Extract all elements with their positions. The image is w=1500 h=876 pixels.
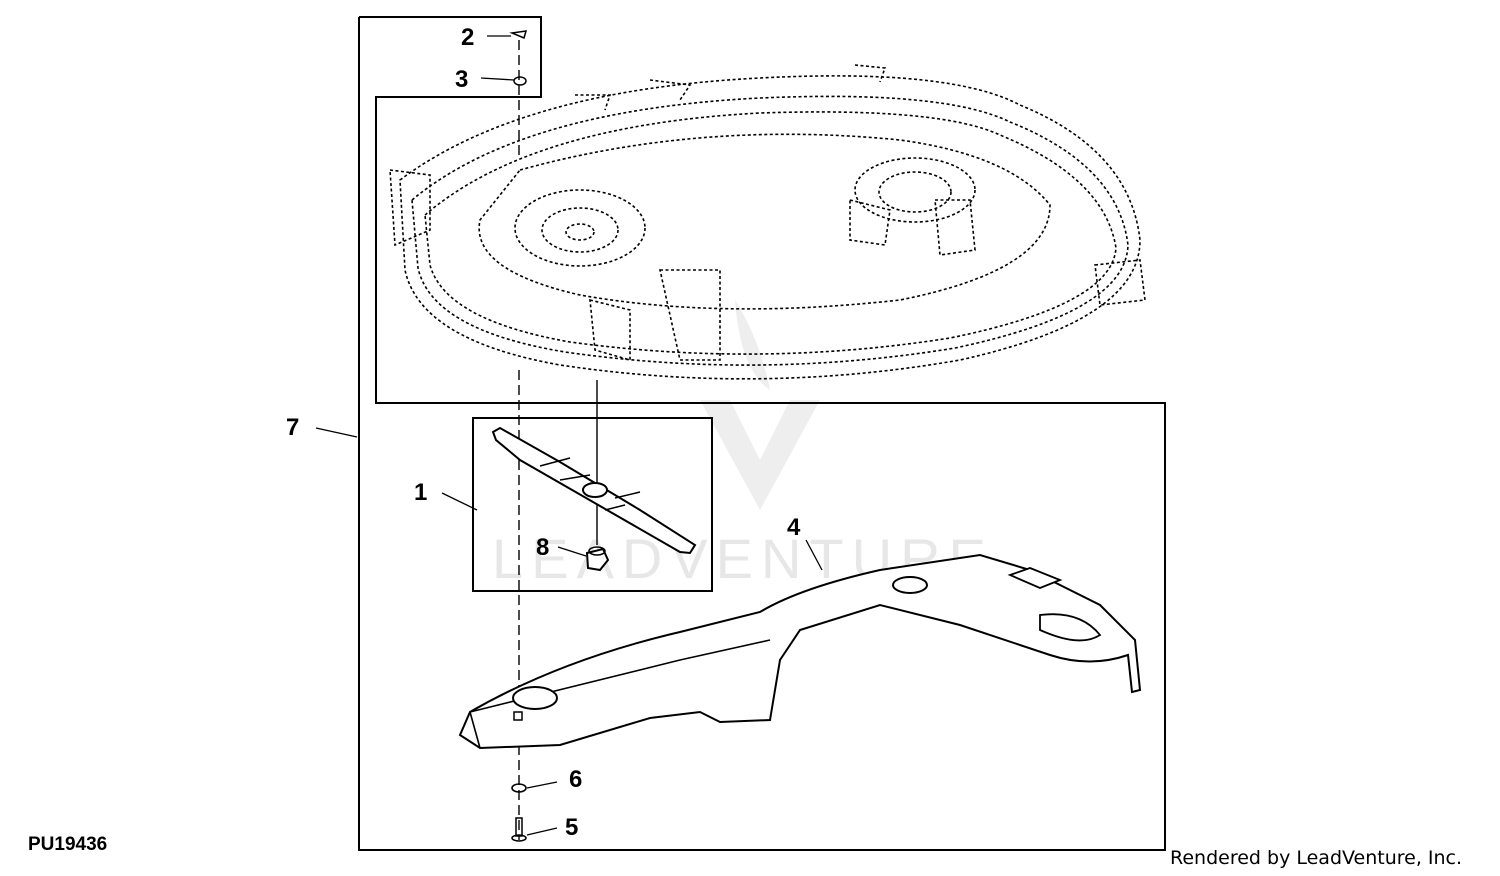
- diagram-id: PU19436: [28, 834, 107, 855]
- watermark: LEADVENTURE: [492, 300, 986, 590]
- callout-6: 6: [569, 766, 582, 793]
- callout-5: 5: [565, 814, 578, 841]
- callout-2: 2: [461, 24, 474, 51]
- mower-blade: [491, 426, 697, 555]
- callout-3: 3: [455, 66, 468, 93]
- render-credit: Rendered by LeadVenture, Inc.: [1170, 847, 1462, 869]
- mower-deck: [389, 64, 1146, 380]
- callout-7: 7: [286, 414, 299, 441]
- blade-group-box: [472, 417, 713, 592]
- callout-1: 1: [414, 479, 427, 506]
- callout-4: 4: [787, 514, 801, 541]
- blade-nut: [585, 546, 610, 572]
- deck-baffle: [458, 553, 1142, 750]
- assembly-frame: [358, 16, 1166, 851]
- watermark-logo-icon: [700, 300, 820, 510]
- callout-8: 8: [536, 534, 549, 561]
- fastener-bottom: [511, 783, 527, 842]
- callout-leaders: [315, 35, 823, 836]
- fastener-top: [509, 30, 528, 86]
